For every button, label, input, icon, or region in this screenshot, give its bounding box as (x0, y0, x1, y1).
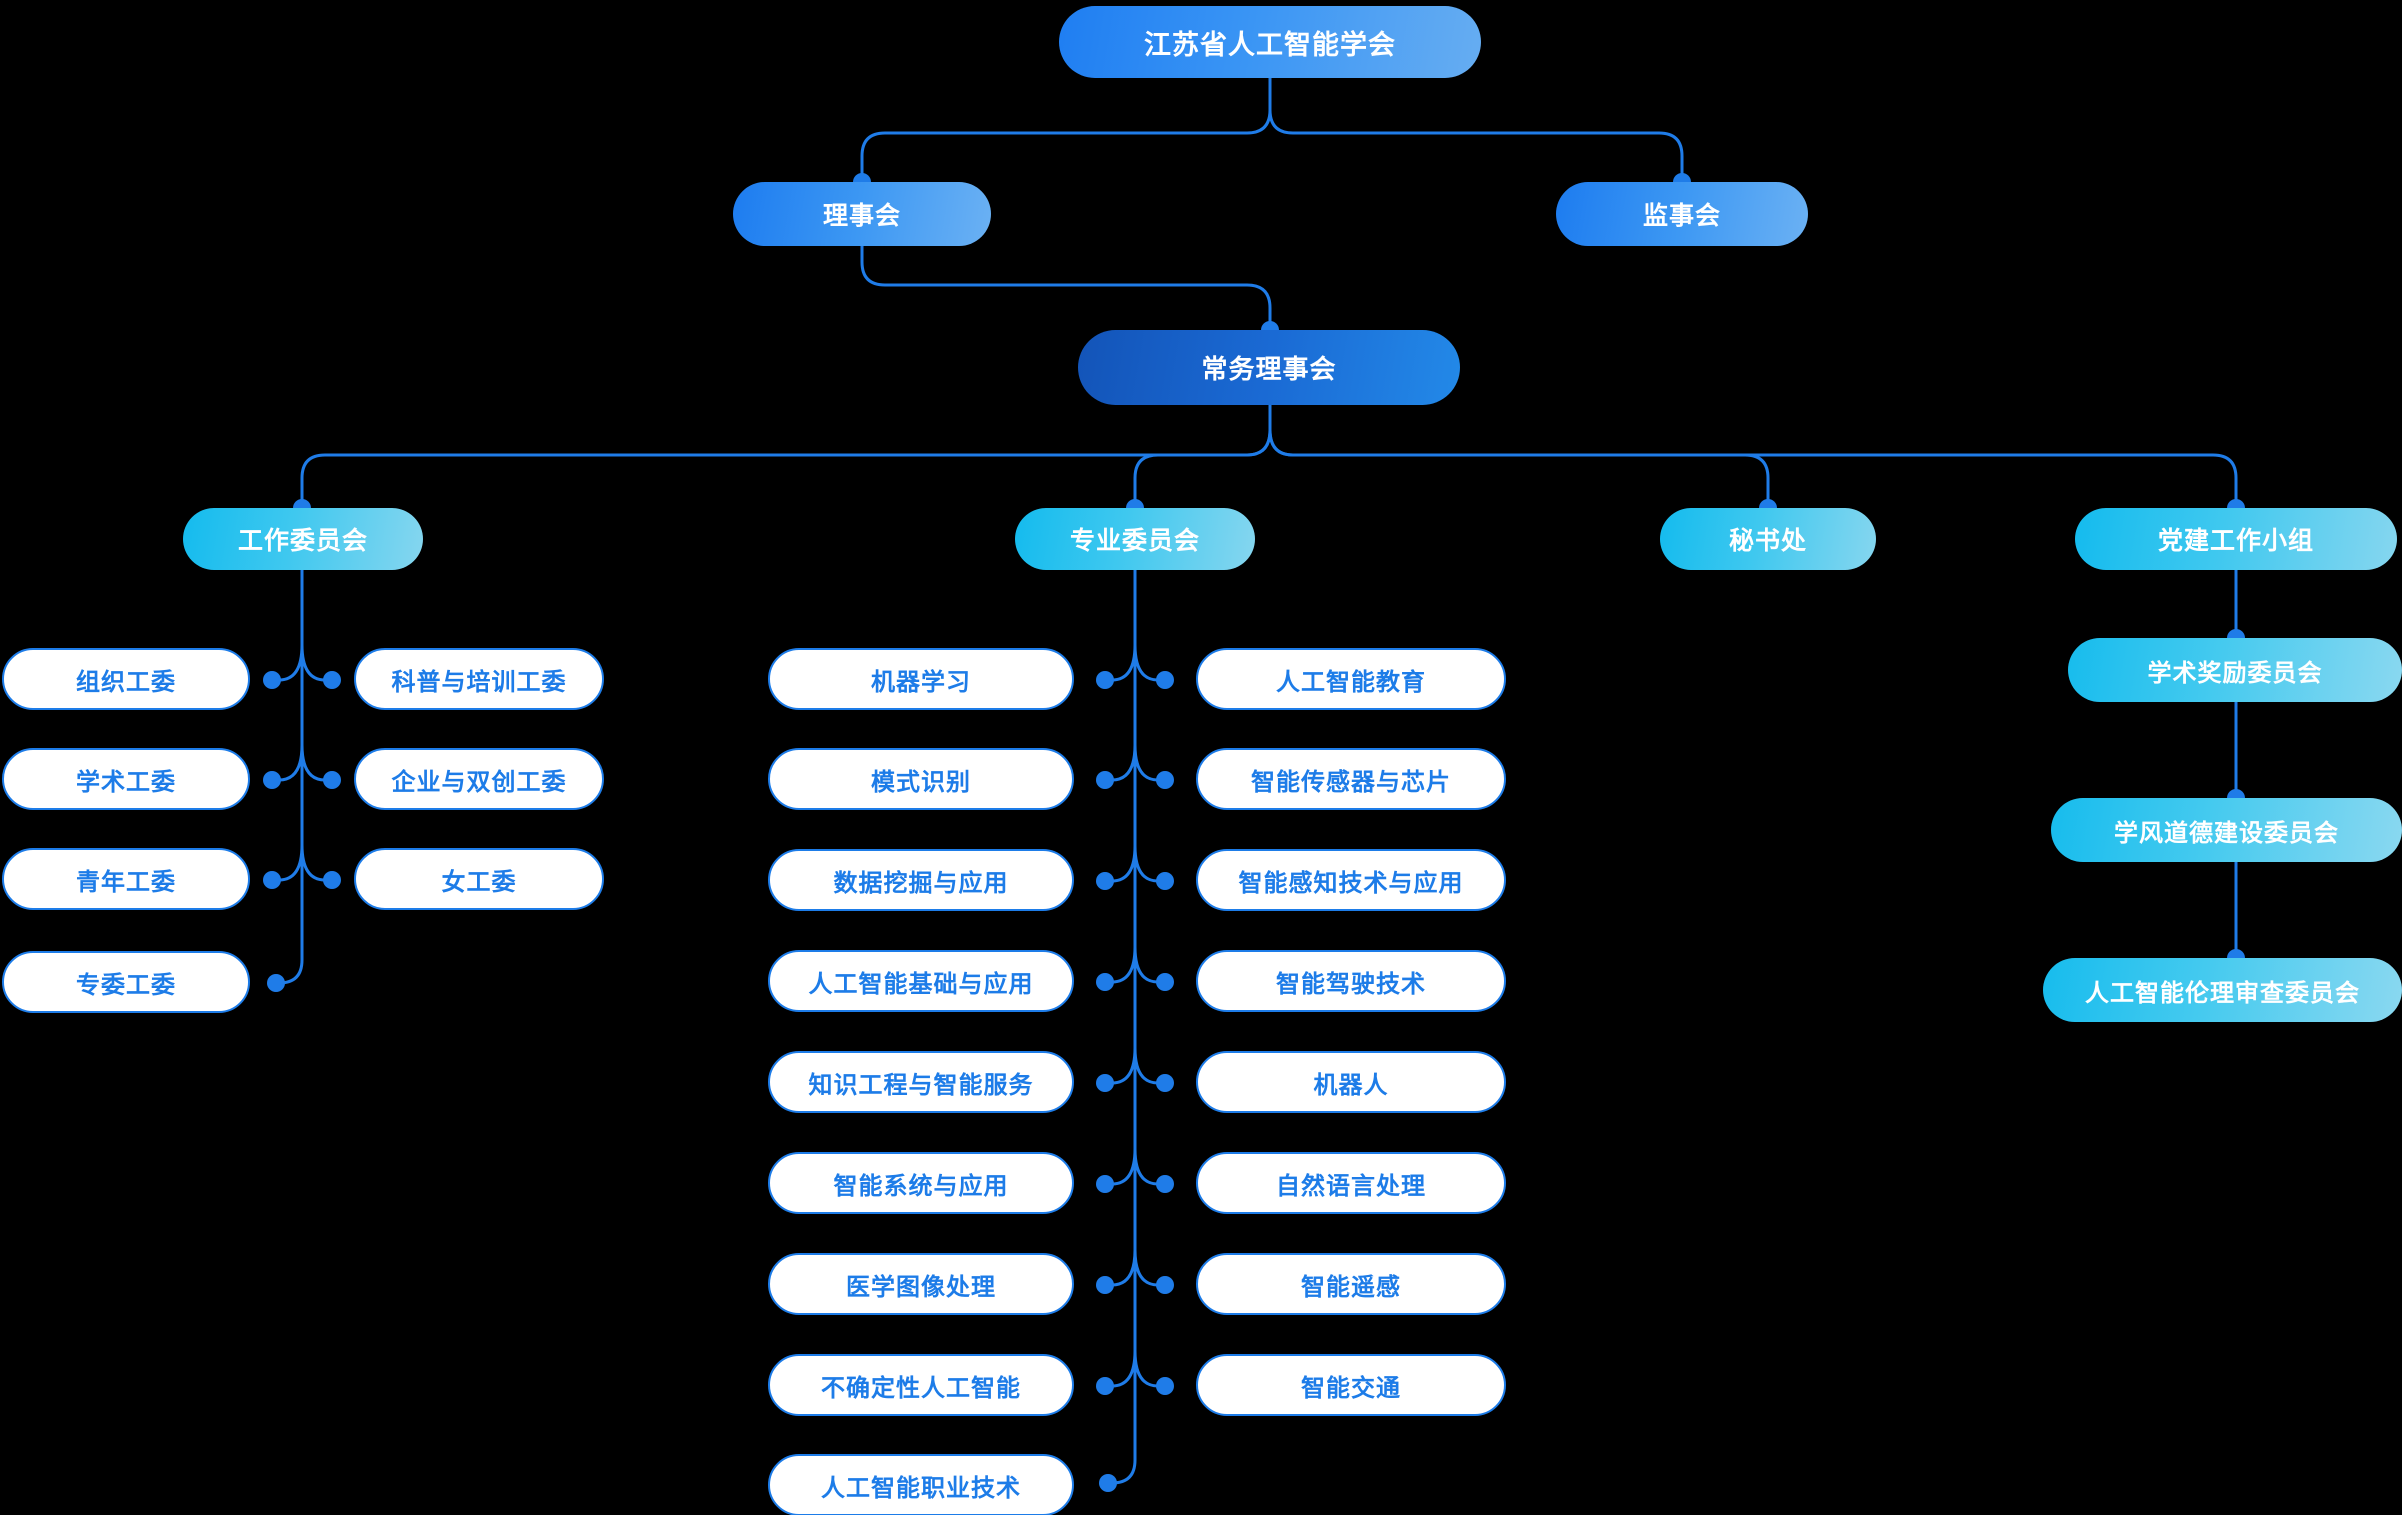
leaf-intelligent-systems-application[interactable]: 智能系统与应用 (768, 1152, 1074, 1214)
leaf-data-mining-application[interactable]: 数据挖掘与应用 (768, 849, 1074, 911)
leaf-medical-image-processing[interactable]: 医学图像处理 (768, 1253, 1074, 1315)
leaf-intelligent-sensors-chips[interactable]: 智能传感器与芯片 (1196, 748, 1506, 810)
leaf-robotics[interactable]: 机器人 (1196, 1051, 1506, 1113)
leaf-academic-committee[interactable]: 学术工委 (2, 748, 250, 810)
leaf-intelligent-transportation[interactable]: 智能交通 (1196, 1354, 1506, 1416)
leaf-organization-committee[interactable]: 组织工委 (2, 648, 250, 710)
node-party-work-group[interactable]: 党建工作小组 (2075, 508, 2397, 570)
node-secretariat[interactable]: 秘书处 (1660, 508, 1876, 570)
node-board-of-supervisors[interactable]: 监事会 (1556, 182, 1808, 246)
leaf-intelligent-driving-technology[interactable]: 智能驾驶技术 (1196, 950, 1506, 1012)
leaf-intelligent-perception-technology[interactable]: 智能感知技术与应用 (1196, 849, 1506, 911)
leaf-academic-ethics-construction-committee[interactable]: 学风道德建设委员会 (2051, 798, 2402, 862)
leaf-special-committee[interactable]: 专委工委 (2, 951, 250, 1013)
leaf-natural-language-processing[interactable]: 自然语言处理 (1196, 1152, 1506, 1214)
leaf-machine-learning[interactable]: 机器学习 (768, 648, 1074, 710)
leaf-science-popularization-training-committee[interactable]: 科普与培训工委 (354, 648, 604, 710)
leaf-ai-vocational-technology[interactable]: 人工智能职业技术 (768, 1454, 1074, 1515)
leaf-youth-committee[interactable]: 青年工委 (2, 848, 250, 910)
leaf-academic-award-committee[interactable]: 学术奖励委员会 (2068, 638, 2402, 702)
node-board-of-directors[interactable]: 理事会 (733, 182, 991, 246)
leaf-pattern-recognition[interactable]: 模式识别 (768, 748, 1074, 810)
node-professional-committee[interactable]: 专业委员会 (1015, 508, 1255, 570)
leaf-ai-education[interactable]: 人工智能教育 (1196, 648, 1506, 710)
node-root[interactable]: 江苏省人工智能学会 (1059, 6, 1481, 78)
leaf-enterprise-innovation-committee[interactable]: 企业与双创工委 (354, 748, 604, 810)
node-work-committee[interactable]: 工作委员会 (183, 508, 423, 570)
node-standing-council[interactable]: 常务理事会 (1078, 330, 1460, 405)
leaf-intelligent-remote-sensing[interactable]: 智能遥感 (1196, 1253, 1506, 1315)
leaf-womens-committee[interactable]: 女工委 (354, 848, 604, 910)
leaf-uncertain-ai[interactable]: 不确定性人工智能 (768, 1354, 1074, 1416)
leaf-ai-ethics-review-committee[interactable]: 人工智能伦理审查委员会 (2043, 958, 2402, 1022)
leaf-knowledge-engineering-intelligent-service[interactable]: 知识工程与智能服务 (768, 1051, 1074, 1113)
leaf-ai-fundamentals-application[interactable]: 人工智能基础与应用 (768, 950, 1074, 1012)
